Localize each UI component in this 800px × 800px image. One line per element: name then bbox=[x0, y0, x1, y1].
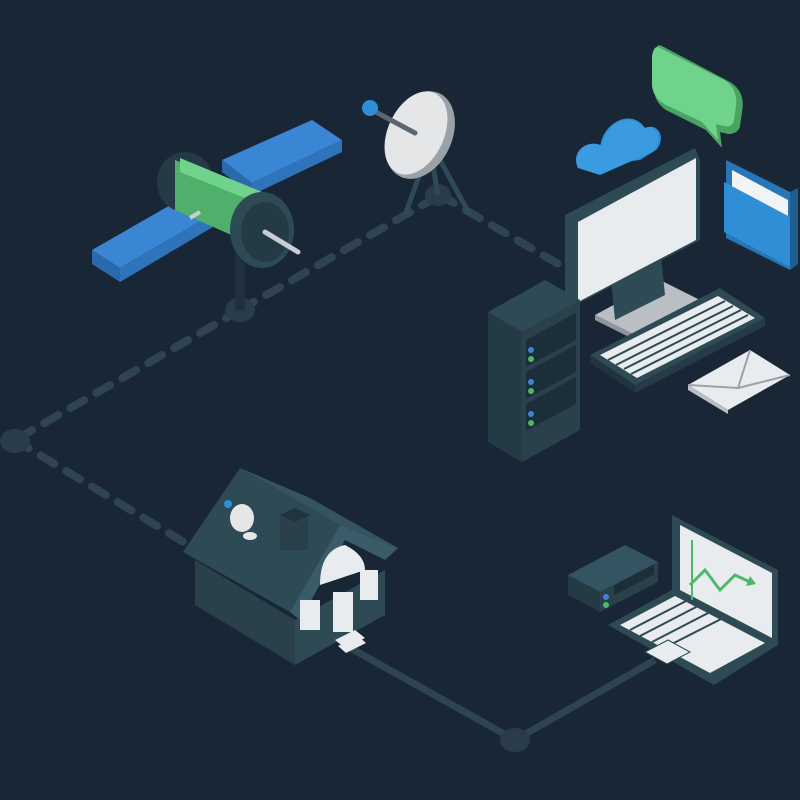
node-bottom bbox=[500, 728, 530, 752]
chart-line-icon bbox=[688, 567, 751, 593]
keyboard-icon bbox=[590, 288, 765, 393]
node-left bbox=[0, 429, 30, 453]
solid-link-bottom-laptop bbox=[513, 656, 657, 744]
chat-bubble-icon bbox=[652, 45, 743, 148]
solid-link-house-bottom bbox=[343, 641, 517, 744]
dashed-link-dish-computer bbox=[436, 191, 564, 269]
satellite-dish-icon bbox=[362, 91, 473, 217]
monitor-icon bbox=[565, 148, 700, 340]
folder-icon bbox=[724, 160, 798, 270]
satellite-icon bbox=[92, 120, 342, 310]
envelope-icon bbox=[687, 349, 791, 414]
connection-lines bbox=[0, 184, 657, 752]
dashed-link-satellite-left bbox=[11, 306, 244, 444]
server-rack-icon bbox=[488, 280, 580, 462]
dashed-link-left-house bbox=[11, 436, 209, 559]
laptop-icon bbox=[608, 515, 778, 685]
cloud-icon bbox=[576, 118, 661, 175]
network-switch-icon bbox=[568, 545, 658, 612]
house-icon bbox=[183, 468, 398, 665]
